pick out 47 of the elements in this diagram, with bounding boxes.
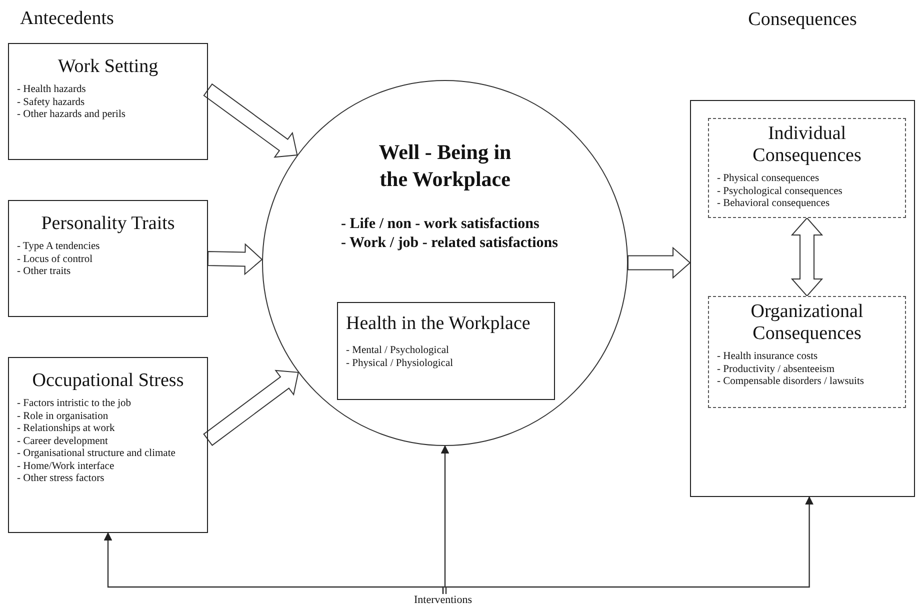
- circle: [262, 80, 628, 446]
- list-item: - Home/Work interface: [17, 460, 116, 473]
- list-item: - Psychological consequences: [717, 186, 844, 198]
- list-item: - Work / job - related satisfactions: [340, 234, 559, 253]
- list-item: - Life / non - work satisfactions: [340, 215, 540, 234]
- list-item: - Other hazards and perils: [17, 109, 126, 122]
- list-item: - Locus of control: [17, 254, 94, 266]
- node-label: Interventions: [393, 594, 493, 612]
- list-item: - Physical / Physiological: [346, 358, 454, 370]
- process-box: [708, 296, 906, 408]
- arrow: [445, 496, 814, 594]
- block-arrow: [203, 83, 298, 158]
- node-heading: Occupational Stress: [31, 370, 185, 392]
- list-item: - Productivity / absenteeism: [717, 364, 836, 376]
- process-box: [708, 118, 906, 218]
- list-item: - Health insurance costs: [717, 351, 819, 364]
- list-item: - Role in organisation: [17, 410, 110, 423]
- list-item: - Career development: [17, 436, 109, 448]
- process-box: [8, 43, 208, 160]
- node-heading: Health in the Workplace: [346, 313, 532, 335]
- list-item: - Behavioral consequences: [717, 198, 831, 210]
- node-heading: Individual Consequences: [752, 123, 862, 167]
- node-heading: Well - Being in the Workplace: [378, 139, 512, 193]
- node-heading: Personality Traits: [40, 213, 176, 235]
- arrow: [440, 445, 450, 594]
- column-heading: Antecedents: [20, 8, 114, 30]
- node-heading: Work Setting: [56, 56, 160, 78]
- list-item: - Physical consequences: [717, 173, 820, 186]
- block-arrow: [203, 370, 299, 446]
- block-arrow: [790, 217, 824, 297]
- list-item: - Relationships at work: [17, 423, 116, 436]
- list-item: - Safety hazards: [17, 96, 86, 109]
- list-item: - Factors intristic to the job: [17, 398, 132, 410]
- block-arrow: [207, 243, 263, 276]
- list-item: - Health hazards: [17, 84, 87, 96]
- list-item: - Type A tendencies: [17, 241, 101, 254]
- process-box: [8, 357, 208, 533]
- list-item: - Mental / Psychological: [346, 345, 450, 358]
- block-arrow: [628, 246, 691, 279]
- list-item: - Other traits: [17, 266, 72, 278]
- process-box: [8, 200, 208, 317]
- list-item: - Compensable disorders / lawsuits: [717, 376, 865, 388]
- process-box: [337, 302, 555, 400]
- list-item: - Organisational structure and climate: [17, 448, 176, 460]
- node-heading: Organizational Consequences: [750, 301, 864, 345]
- column-heading: Consequences: [747, 9, 858, 31]
- list-item: - Other stress factors: [17, 473, 106, 486]
